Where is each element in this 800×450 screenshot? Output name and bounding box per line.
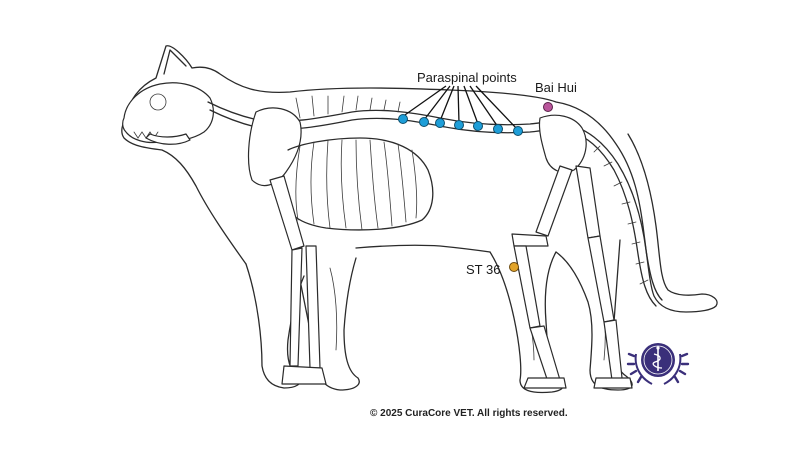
paraspinal-point[interactable] bbox=[513, 126, 523, 136]
paraspinal-point[interactable] bbox=[473, 121, 483, 131]
skull bbox=[122, 49, 214, 145]
paraspinal-points bbox=[398, 114, 523, 136]
paraspinal-points-label: Paraspinal points bbox=[417, 70, 517, 85]
acupoint-markers bbox=[398, 85, 553, 272]
paraspinal-point[interactable] bbox=[493, 124, 503, 134]
paraspinal-point[interactable] bbox=[398, 114, 408, 124]
paraspinal-point[interactable] bbox=[419, 117, 429, 127]
cat-body-outline bbox=[121, 45, 718, 394]
paraspinal-leaders bbox=[401, 85, 519, 131]
copyright-text: © 2025 CuraCore VET. All rights reserved… bbox=[370, 408, 568, 419]
limb-bones bbox=[269, 114, 633, 389]
bai-hui-label: Bai Hui bbox=[535, 80, 577, 95]
paraspinal-point[interactable] bbox=[435, 118, 445, 128]
st36-point[interactable] bbox=[509, 262, 519, 272]
bai-hui-point[interactable] bbox=[543, 102, 553, 112]
st36-label: ST 36 bbox=[466, 262, 500, 277]
paraspinal-point[interactable] bbox=[454, 120, 464, 130]
caduceus-seal-icon bbox=[626, 343, 690, 385]
ribcage bbox=[247, 107, 434, 231]
